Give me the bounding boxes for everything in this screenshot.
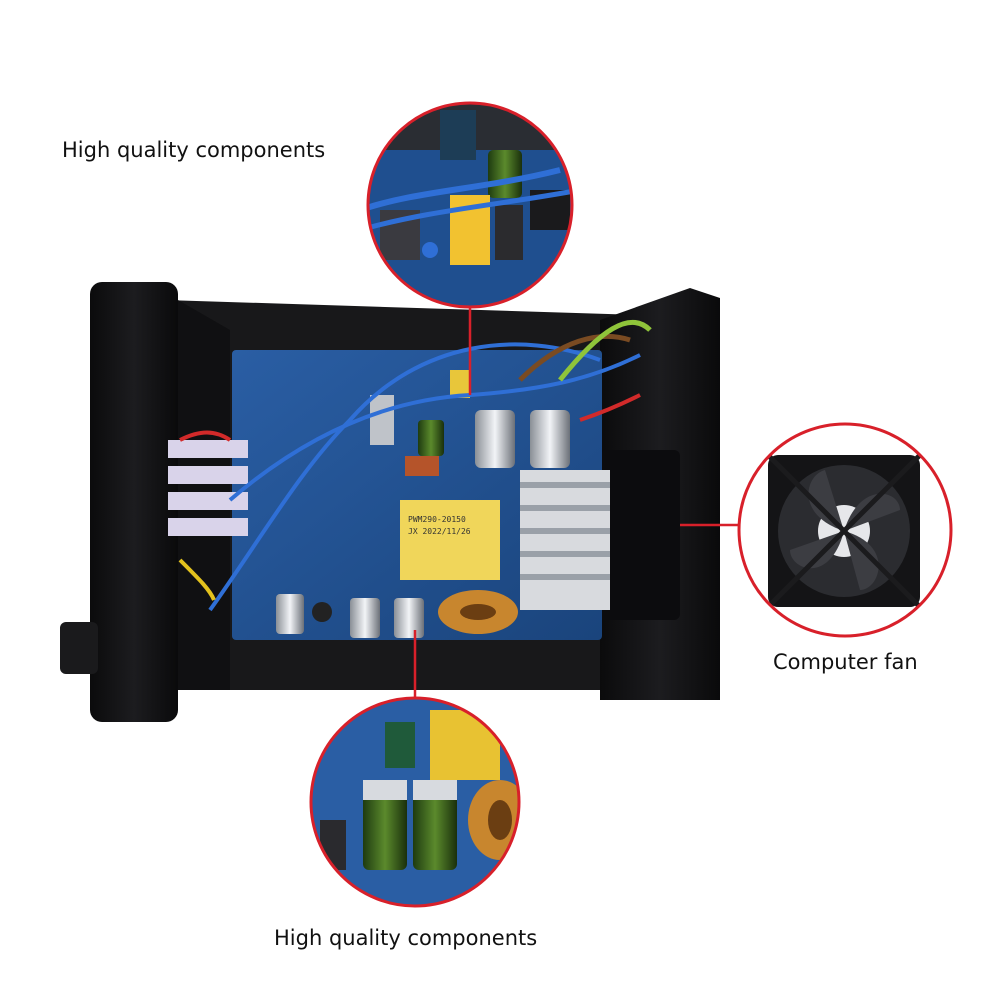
heatsink — [520, 470, 610, 610]
fan-callout-magnifier — [737, 422, 953, 638]
brown-wire — [518, 333, 631, 382]
bottom-callout-magnifier — [309, 696, 521, 908]
red-wire-2 — [179, 430, 232, 442]
front-panel — [90, 282, 178, 722]
power-supply-unit: PWM290-20150 JX 2022/11/26 — [60, 282, 720, 722]
transformer-label-2: JX 2022/11/26 — [408, 527, 471, 536]
blue-wire — [208, 342, 601, 612]
transformer — [400, 500, 500, 580]
yellow-wire — [178, 558, 216, 601]
fan-callout-caption: Computer fan — [773, 650, 918, 674]
capacitors-top — [418, 410, 570, 468]
knob — [60, 622, 98, 674]
fan-housing — [600, 450, 680, 620]
top-callout-magnifier — [366, 101, 574, 309]
top-callout-caption: High quality components — [62, 138, 326, 162]
blue-wire-2 — [228, 353, 641, 502]
ribbon-cable — [168, 440, 248, 536]
red-wire — [579, 393, 641, 422]
toroid-inductor — [438, 590, 518, 634]
bottom-callout-caption: High quality components — [274, 926, 538, 950]
green-yellow-wire — [558, 319, 652, 382]
resistor — [405, 456, 439, 476]
transformer-label: PWM290-20150 — [408, 515, 466, 524]
relay — [370, 395, 394, 445]
film-capacitor — [450, 370, 470, 398]
capacitors-bottom — [276, 594, 424, 638]
